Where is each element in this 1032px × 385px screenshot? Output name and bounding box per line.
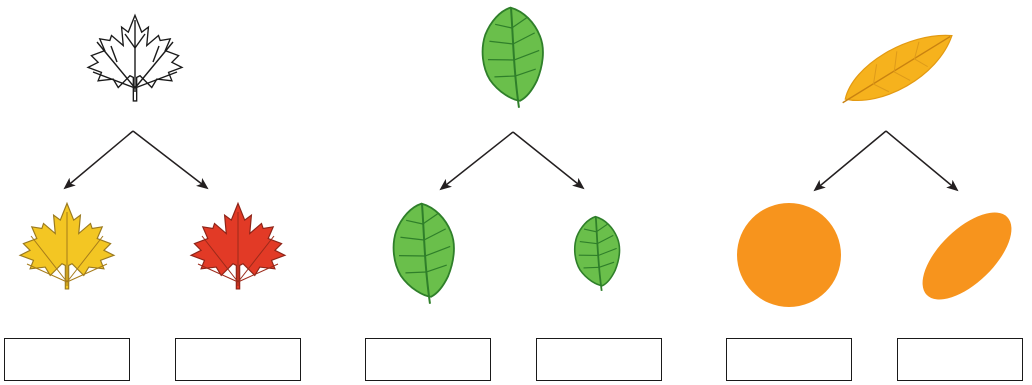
arrow-right-yellow xyxy=(885,130,959,192)
green-birch-leaf-icon xyxy=(475,3,551,108)
arrow-left-maple xyxy=(63,130,134,190)
arrow-right-green xyxy=(512,131,585,190)
answer-box-2[interactable] xyxy=(175,338,301,381)
answer-box-4[interactable] xyxy=(536,338,662,381)
answer-box-3[interactable] xyxy=(365,338,491,381)
small-green-leaf-icon xyxy=(569,213,626,291)
yellow-oval-leaf-icon xyxy=(842,34,953,104)
arrow-left-yellow xyxy=(813,130,887,192)
orange-circle-icon xyxy=(737,203,841,307)
answer-box-5[interactable] xyxy=(726,338,852,381)
answer-box-6[interactable] xyxy=(897,338,1023,381)
maple-leaf-outline-icon xyxy=(87,14,183,102)
answer-box-1[interactable] xyxy=(4,338,130,381)
orange-ellipse-icon xyxy=(922,212,1012,300)
large-green-leaf-icon xyxy=(386,199,462,304)
arrow-right-maple xyxy=(132,130,209,190)
arrow-left-green xyxy=(439,131,514,191)
red-maple-leaf-icon xyxy=(190,202,286,290)
yellow-maple-leaf-icon xyxy=(19,202,115,290)
